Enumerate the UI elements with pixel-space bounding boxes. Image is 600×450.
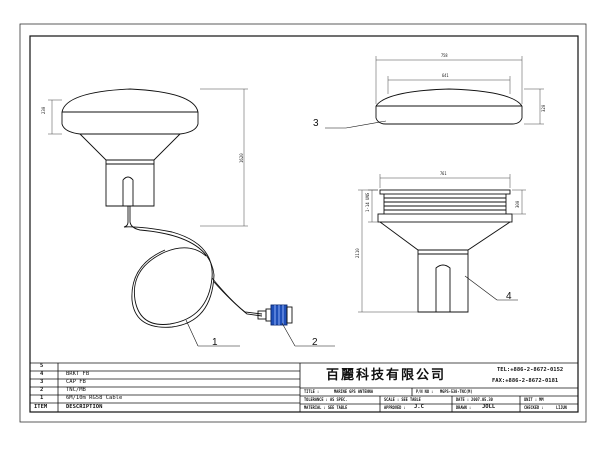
- unit-label: UNIT : MM: [524, 397, 544, 402]
- left-antenna-view: [61, 88, 293, 328]
- dim-side-total-height: 1620: [239, 153, 244, 163]
- dim-flange-thread: 1-14 UNS: [365, 192, 370, 212]
- tolerance-label: TOLERANCE : AS SPEC.: [304, 397, 348, 402]
- dim-top-width: 758: [441, 53, 448, 58]
- bom-desc-4: BRKT FB: [66, 371, 90, 377]
- dim-side-dome-height: 230: [41, 106, 46, 114]
- drawn-label: DRAWN :: [456, 405, 472, 410]
- outer-border: [19, 23, 587, 423]
- material-label: MATERIAL : SEE TABLE: [304, 405, 348, 410]
- company-tel: TEL:+886-2-8672-0152: [497, 367, 564, 373]
- dim-base-flange-width: 761: [440, 171, 447, 176]
- title-block-grid: [30, 362, 578, 412]
- date-label: DATE : 2007.05.30: [456, 397, 493, 402]
- cap-view: [375, 88, 523, 125]
- bom-header-item: ITEM: [34, 404, 48, 410]
- inner-border: [29, 35, 579, 413]
- pn-value: MGPS-538-TNC(M): [440, 389, 473, 394]
- bom-desc-1: 6M/10m RG58 Cable: [66, 395, 123, 401]
- bom-item-1: 1: [40, 395, 44, 401]
- callout-1: 1: [212, 337, 218, 348]
- company-name: 百麗科技有限公司: [326, 368, 447, 383]
- bom-desc-3: CAP FB: [66, 379, 86, 385]
- approved-label: APPROVED :: [384, 405, 406, 410]
- approved-value: J.C: [414, 404, 424, 410]
- dim-flange-height: 300: [515, 200, 520, 208]
- title-value: MARINE GPS ANTENNA: [334, 389, 374, 394]
- bom-item-5: 5: [40, 363, 44, 369]
- callout-4: 4: [506, 291, 512, 302]
- checked-label: CHECKED :: [524, 405, 544, 410]
- scale-label: SCALE : SEE TABLE: [384, 397, 421, 402]
- bracket-dimensions: [358, 174, 526, 313]
- cap-dimensions: [375, 56, 544, 125]
- bom-header-desc: DESCRIPTION: [66, 404, 103, 410]
- bom-item-4: 4: [40, 371, 44, 377]
- callout-3: 3: [313, 118, 319, 129]
- bom-item-2: 2: [40, 387, 44, 393]
- dim-base-total-height: 2110: [355, 248, 360, 258]
- dim-dome-height: 320: [541, 104, 546, 112]
- checked-value: LIJUN: [556, 405, 567, 410]
- bracket-view: [377, 189, 513, 313]
- company-fax: FAX:+886-2-8672-0181: [492, 378, 559, 384]
- callout-leaders: [185, 120, 518, 347]
- dim-body-diameter: 641: [442, 73, 449, 78]
- left-dimensions: [48, 88, 248, 227]
- pn-label: P/N NO :: [416, 389, 434, 394]
- callout-2: 2: [312, 337, 318, 348]
- bom-desc-2: TNC/MB: [66, 387, 86, 393]
- bom-item-3: 3: [40, 379, 44, 385]
- title-label: TITLE :: [304, 389, 320, 394]
- drawn-value: JOLL: [482, 404, 496, 410]
